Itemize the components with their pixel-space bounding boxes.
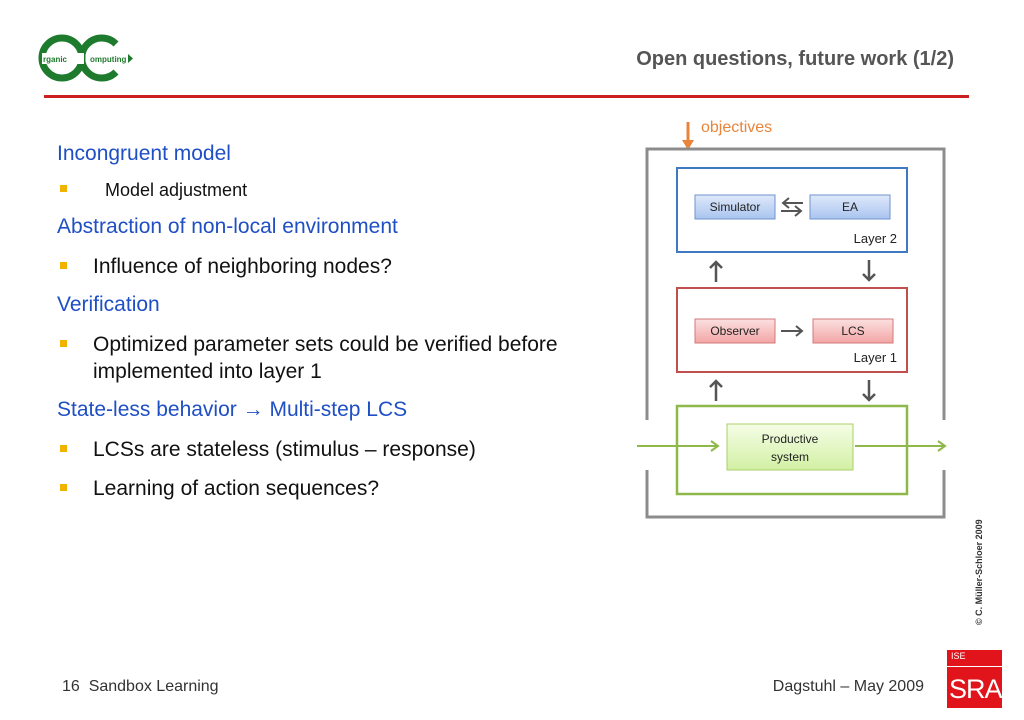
down-arrow-icon	[862, 380, 876, 402]
down-arrow-icon	[862, 260, 876, 282]
page-number: 16	[62, 678, 80, 695]
footer-title: Sandbox Learning	[88, 678, 219, 695]
lcs-box	[812, 318, 894, 344]
logo-arrow-icon	[128, 54, 133, 63]
title-divider	[44, 95, 969, 98]
slide-title: Open questions, future work (1/2)	[636, 48, 954, 70]
output-arrow-icon	[855, 440, 947, 452]
copyright-notice: © C. Müller-Schloer 2009	[974, 519, 984, 625]
ea-box	[809, 194, 891, 220]
logo-left-text: rganic	[43, 55, 68, 64]
bullet-optimized-parameters: Optimized parameter sets could be verifi…	[60, 331, 580, 385]
layer1-label: Layer 1	[854, 350, 897, 365]
bullet-action-sequences: Learning of action sequences?	[60, 475, 379, 502]
observer-box	[694, 318, 776, 344]
input-arrow-icon	[637, 440, 720, 452]
bullet-marker	[60, 340, 67, 347]
outer-frame	[645, 147, 946, 519]
simulator-label: Simulator	[710, 200, 761, 214]
heading-state-less: State-less behavior → Multi-step LCS	[57, 398, 408, 421]
up-arrow-icon	[709, 260, 723, 282]
lcs-label: LCS	[841, 324, 864, 338]
bullet-marker	[60, 185, 67, 192]
observer-label: Observer	[710, 324, 759, 338]
bullet-influence: Influence of neighboring nodes?	[60, 253, 392, 280]
right-arrow-icon	[781, 325, 804, 337]
bullet-model-adjustment: Model adjustment	[60, 179, 247, 201]
left-arrow-icon	[781, 197, 803, 209]
bullet-marker	[60, 262, 67, 269]
heading-incongruent-model: Incongruent model	[57, 142, 231, 165]
bullet-marker	[60, 484, 67, 491]
footer-event: Dagstuhl – May 2009	[772, 678, 924, 695]
sra-logo-top-text: ISE	[951, 651, 966, 661]
ea-label: EA	[842, 200, 858, 214]
right-arrow-icon	[781, 205, 803, 217]
up-arrow-icon	[709, 379, 723, 401]
layer2-label: Layer 2	[854, 231, 897, 246]
organic-computing-logo: rganic omputing	[38, 34, 133, 82]
simulator-box	[694, 194, 776, 220]
heading-verification: Verification	[57, 293, 160, 316]
productive-line1: Productive	[762, 432, 819, 446]
footer-left: 16 Sandbox Learning	[62, 678, 219, 696]
architecture-diagram: objectives Simulator EA Layer 2 Observer…	[630, 119, 960, 519]
objectives-arrow-head	[682, 140, 694, 150]
objectives-label: objectives	[701, 119, 772, 136]
productive-line2: system	[771, 450, 809, 464]
bullet-lcs-stateless: LCSs are stateless (stimulus – response)	[60, 436, 476, 463]
heading-abstraction: Abstraction of non-local environment	[57, 215, 398, 238]
right-arrow-icon: →	[242, 398, 264, 421]
sra-logo-main-text: SRA	[949, 674, 1003, 704]
logo-right-text: omputing	[90, 55, 127, 64]
sra-logo: ISE SRA	[947, 650, 1003, 708]
productive-system-box	[726, 423, 854, 471]
bullet-marker	[60, 445, 67, 452]
